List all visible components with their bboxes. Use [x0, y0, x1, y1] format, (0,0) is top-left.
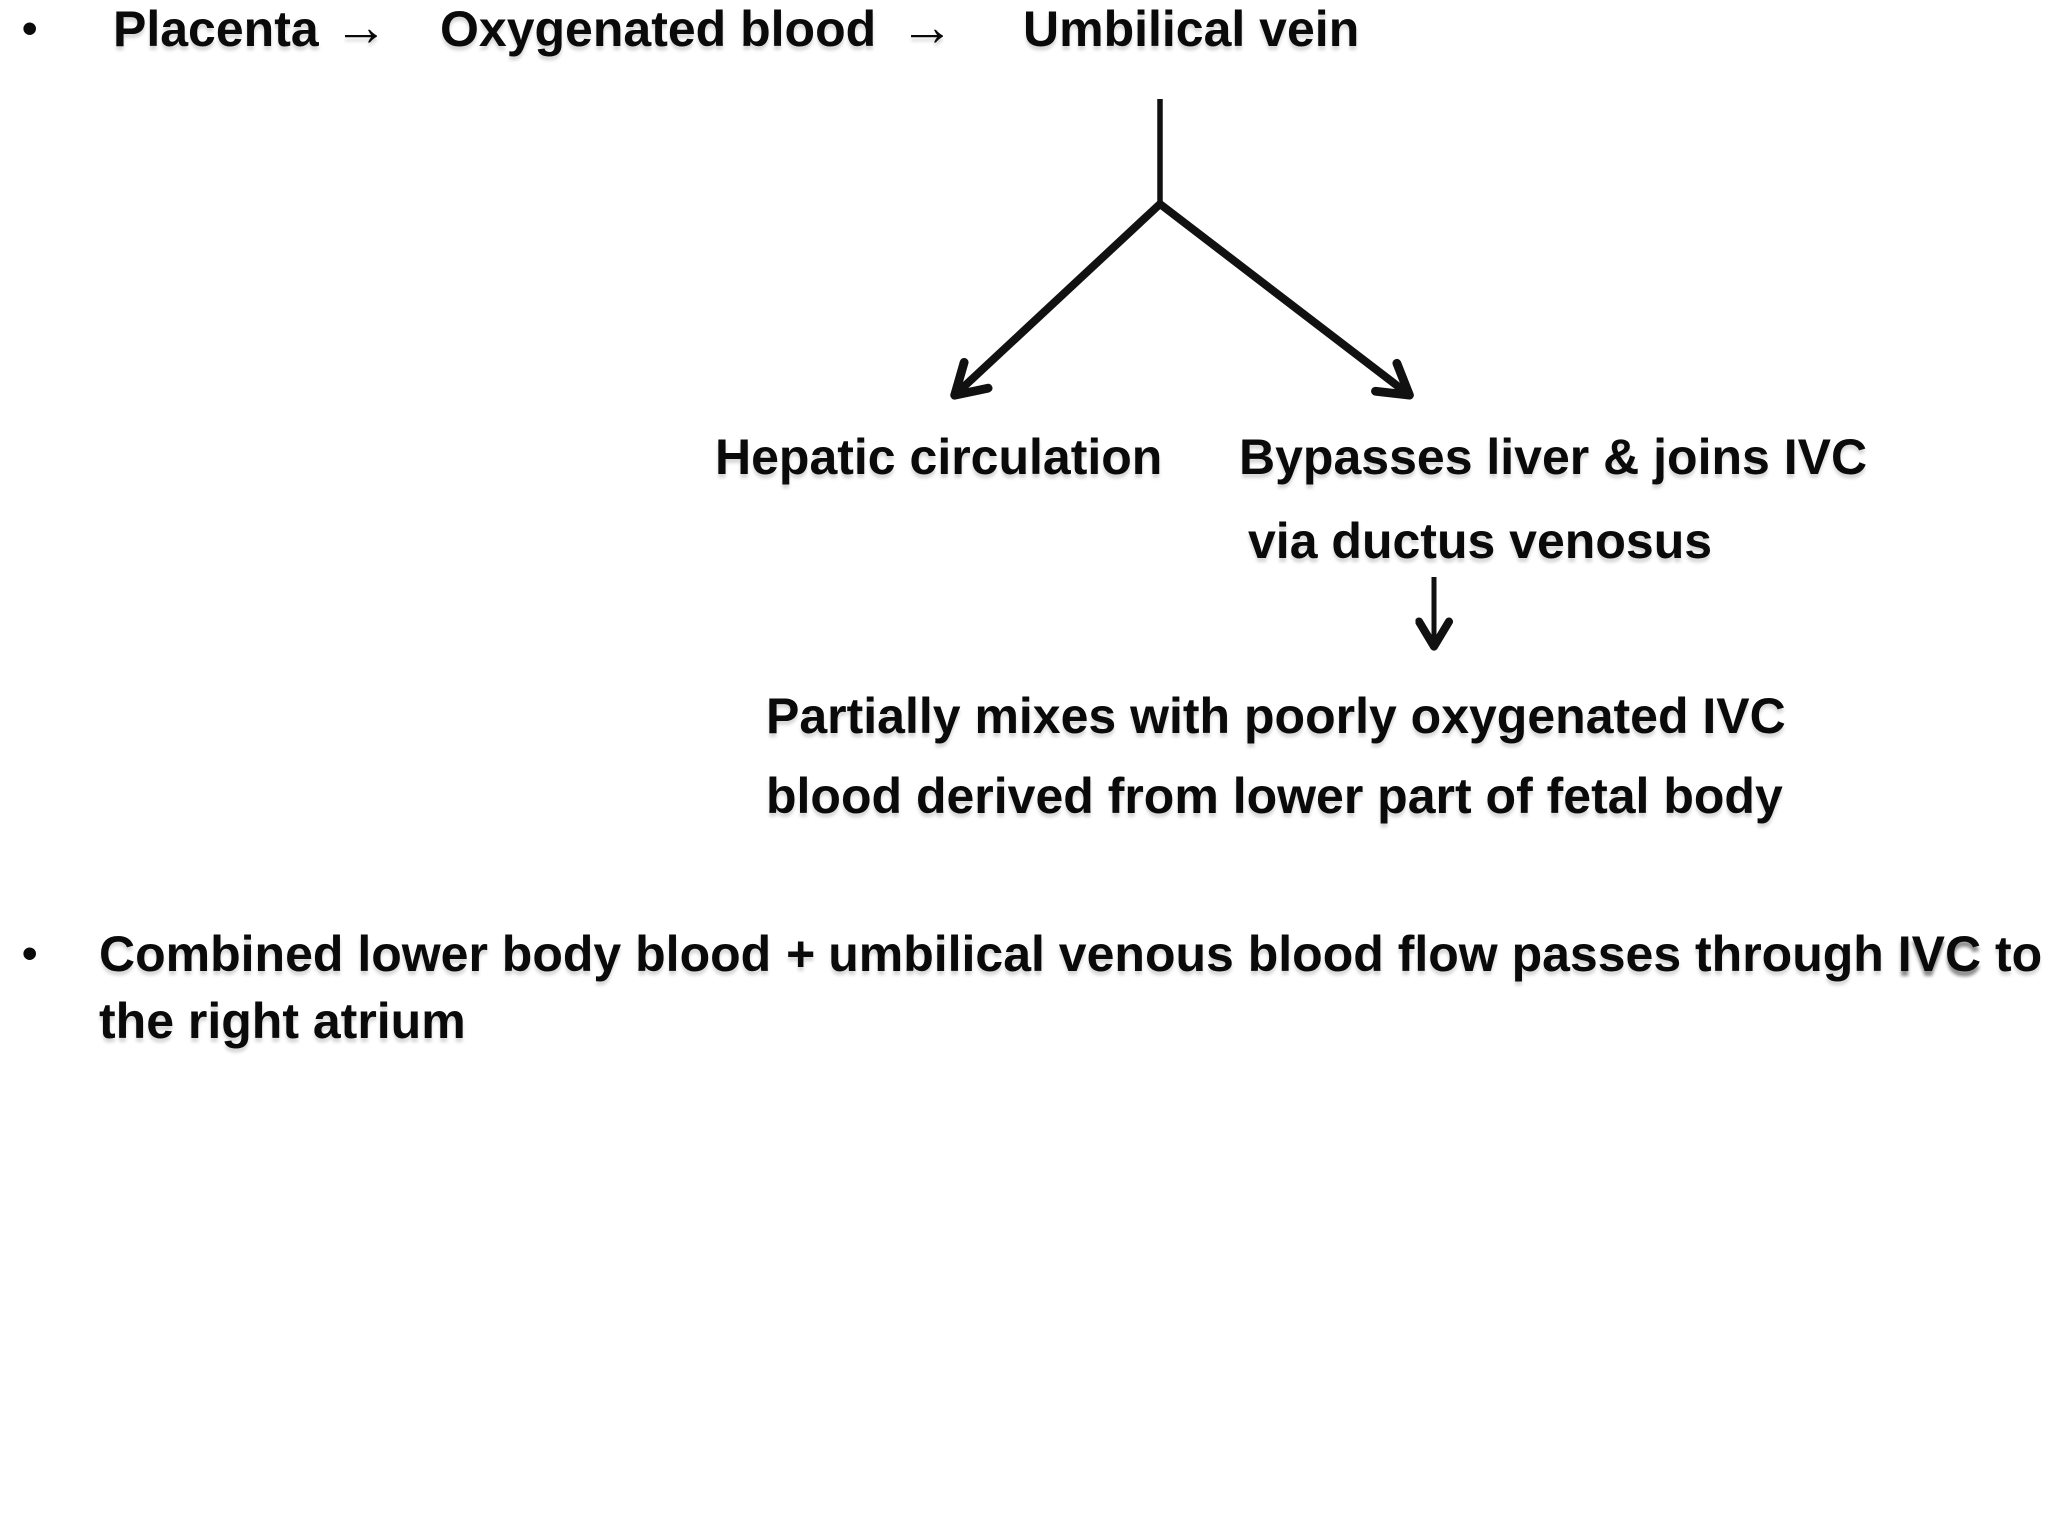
mix-description-line2: blood derived from lower part of fetal b…	[766, 768, 1783, 824]
left-branch-arrow	[950, 201, 1163, 400]
mix-description-line1: Partially mixes with poorly oxygenated I…	[766, 688, 1786, 744]
mix-description: Partially mixes with poorly oxygenated I…	[766, 676, 1786, 836]
bullet-marker: •	[22, 929, 38, 978]
plus-sign: +	[785, 926, 815, 982]
bottom-bullet-line1: Combined lower body blood + umbilical ve…	[99, 921, 2042, 988]
label-bypasses-liver: Bypasses liver & joins IVC	[1239, 429, 1868, 485]
bottom-bullet-text: Combined lower body blood + umbilical ve…	[99, 921, 2042, 1055]
ivc-abbreviation: IVC	[1897, 926, 1982, 982]
right-arrow-icon: →	[900, 0, 954, 57]
bottom-text-part3: to	[1981, 926, 2043, 982]
bottom-text-part2: umbilical venous blood flow passes throu…	[814, 926, 1898, 982]
bottom-bullet-line2: the right atrium	[99, 993, 466, 1049]
flow-bullet-row: • Placenta → Oxygenated blood → Umbilica…	[0, 0, 2048, 60]
label-hepatic-circulation: Hepatic circulation	[715, 429, 1163, 485]
right-branch-arrow	[1157, 200, 1414, 400]
bottom-text-part1: Combined lower body blood	[99, 926, 786, 982]
label-via-ductus-venosus: via ductus venosus	[1248, 513, 1713, 569]
flow-step-oxygenated-blood: Oxygenated blood	[440, 1, 877, 57]
flow-step-umbilical-vein: Umbilical vein	[1023, 1, 1360, 57]
flow-step-placenta: Placenta	[113, 1, 319, 57]
bullet-marker: •	[22, 4, 38, 53]
right-arrow-icon: →	[334, 0, 388, 57]
